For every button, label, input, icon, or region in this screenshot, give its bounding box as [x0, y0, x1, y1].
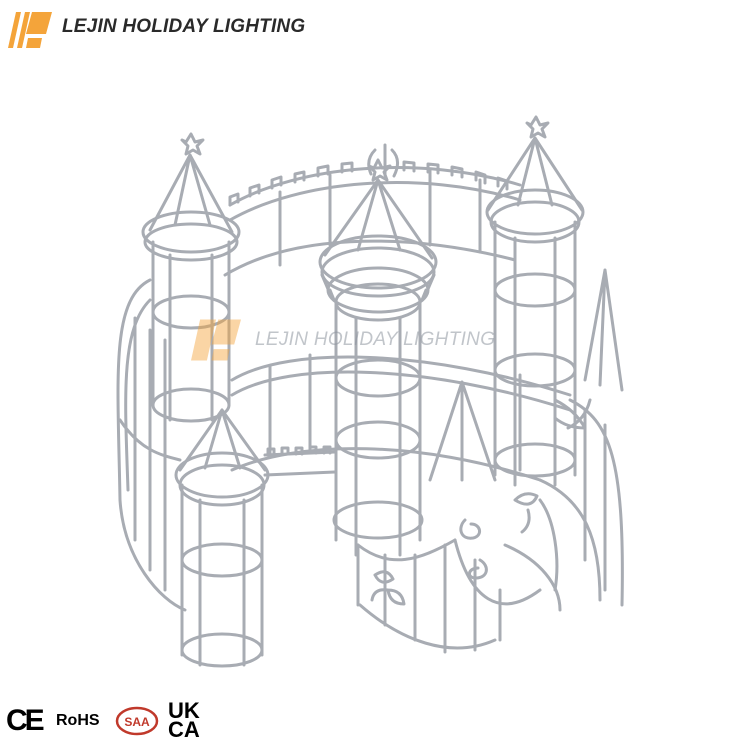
watermark: LEJIN HOLIDAY LIGHTING: [187, 315, 527, 375]
front-gate-panel: [356, 380, 542, 654]
ukca-top: UK: [168, 698, 200, 723]
watermark-logo-icon: [191, 319, 241, 361]
left-tall-tower: [141, 132, 241, 423]
ce-mark: CE: [6, 704, 45, 737]
brand-name: LEJIN HOLIDAY LIGHTING: [62, 16, 306, 37]
lower-battlement-wall: [263, 445, 337, 477]
saa-mark-icon: SAA: [115, 706, 159, 736]
lejin-logo-icon: [8, 12, 52, 48]
ukca-mark: UK CA: [168, 692, 212, 750]
center-tower: [318, 158, 438, 557]
left-curved-wall: [116, 278, 187, 612]
rohs-mark: RoHS: [56, 712, 100, 729]
certification-marks: CE RoHS SAA UK CA: [0, 692, 260, 750]
brand-header: LEJIN HOLIDAY LIGHTING: [0, 0, 750, 58]
front-lower-arc: [503, 498, 562, 612]
right-tall-tower: [485, 115, 585, 487]
watermark-text: LEJIN HOLIDAY LIGHTING: [255, 329, 496, 350]
ukca-bottom: CA: [168, 717, 200, 742]
back-curved-wall: [223, 143, 522, 277]
saa-text: SAA: [124, 715, 150, 729]
left-front-tower: [174, 408, 270, 668]
right-curved-wall: [538, 268, 624, 607]
